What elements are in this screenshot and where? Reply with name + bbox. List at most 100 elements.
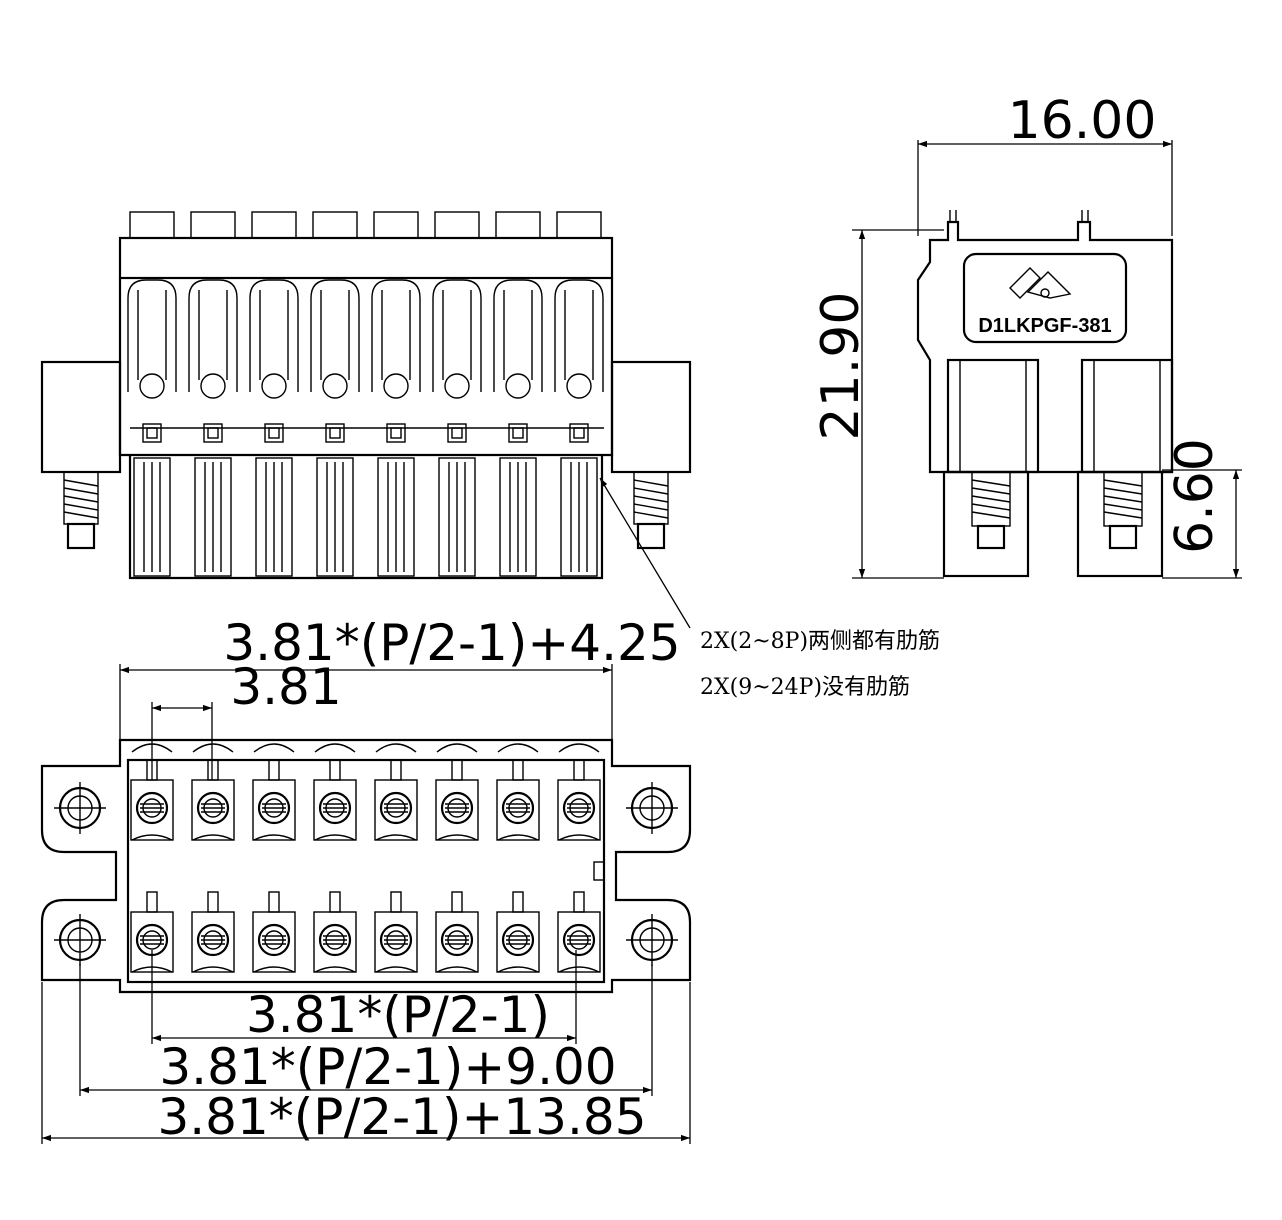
- plan-top-arc: [375, 743, 417, 753]
- front-lower-block: [128, 455, 604, 580]
- side-screw-left: [971, 471, 1011, 550]
- front-view: [40, 211, 692, 629]
- side-post-left: [946, 358, 1040, 474]
- front-window: [325, 423, 345, 443]
- plan-poles: [130, 743, 601, 973]
- plan-top-arc: [192, 743, 234, 753]
- plan-top-arc: [436, 743, 478, 753]
- front-contact-finger: [133, 457, 171, 577]
- plan-pin-slot: [329, 891, 341, 913]
- pitch-dimension: 3.81: [230, 658, 341, 716]
- plan-pin-slot: [573, 759, 585, 781]
- front-contact-finger: [560, 457, 598, 577]
- front-contact-finger: [194, 457, 232, 577]
- side-leg-right: [1076, 470, 1164, 578]
- top-dimensions: 3.81*(P/2-1)+4.25 3.81: [119, 614, 681, 780]
- plan-pin-slot: [207, 759, 219, 781]
- plan-top-arc: [253, 743, 295, 753]
- front-top-tab: [190, 211, 236, 239]
- mount-hole-br: [626, 914, 678, 966]
- front-top-tab: [373, 211, 419, 239]
- plan-pin-slot: [146, 759, 158, 781]
- plan-screw-head: [196, 791, 230, 825]
- model-label: D1LKPGF-381: [978, 315, 1111, 337]
- total-dimension: 3.81*(P/2-1)+13.85: [157, 1088, 646, 1146]
- plan-screw-head: [135, 791, 169, 825]
- front-lever: [493, 279, 543, 392]
- front-wire-entry: [261, 373, 287, 399]
- width-dimension: 16.00: [1008, 91, 1157, 151]
- front-top-band: [118, 236, 614, 280]
- front-contact-finger: [499, 457, 537, 577]
- front-wire-entry: [200, 373, 226, 399]
- front-wire-entry: [505, 373, 531, 399]
- span-dimension: 3.81*(P/2-1): [246, 986, 550, 1044]
- front-window: [264, 423, 284, 443]
- front-contact-finger: [255, 457, 293, 577]
- front-top-tab: [434, 211, 480, 239]
- mount-hole-tr: [626, 782, 678, 834]
- side-post-right: [1080, 358, 1174, 474]
- front-window: [203, 423, 223, 443]
- plan-pin-slot: [573, 891, 585, 913]
- front-top-tab: [129, 211, 175, 239]
- front-top-tab: [556, 211, 602, 239]
- brand-logo: [1009, 267, 1072, 299]
- plan-screw-head: [440, 791, 474, 825]
- plan-top-arc: [558, 743, 600, 753]
- plan-screw-head: [562, 923, 596, 957]
- plan-screw-head: [257, 923, 291, 957]
- height-dimension: 21.90: [811, 292, 871, 441]
- plan-pin-slot: [268, 891, 280, 913]
- front-right-screw: [633, 471, 669, 550]
- plan-top-arc: [131, 743, 173, 753]
- plan-pin-slot: [512, 759, 524, 781]
- plan-pin-slot: [390, 891, 402, 913]
- side-view: D1LKPGF-381 16.00 21.90 6.60: [811, 91, 1242, 579]
- plan-pin-slot: [329, 759, 341, 781]
- plan-pin-slot: [268, 759, 280, 781]
- holes-dimension: 3.81*(P/2-1)+9.00: [159, 1038, 616, 1096]
- plan-screw-head: [318, 791, 352, 825]
- rib-leader-line: [599, 477, 691, 629]
- plan-screw-head: [257, 791, 291, 825]
- plan-inner-body: [126, 758, 606, 984]
- plan-pin-slot: [451, 759, 463, 781]
- front-lever: [249, 279, 299, 392]
- front-window: [447, 423, 467, 443]
- plan-pin-slot: [390, 759, 402, 781]
- plan-screw-head: [501, 923, 535, 957]
- screw-dimension: 6.60: [1165, 438, 1225, 554]
- plan-screw-head: [440, 923, 474, 957]
- plan-screw-head: [196, 923, 230, 957]
- front-wire-entry: [566, 373, 592, 399]
- front-lever: [371, 279, 421, 392]
- front-wire-entry: [444, 373, 470, 399]
- front-poles: [127, 211, 604, 577]
- plan-top-arc: [314, 743, 356, 753]
- front-window: [142, 423, 162, 443]
- side-leg-left: [942, 470, 1030, 578]
- plan-screw-head: [379, 923, 413, 957]
- front-window: [386, 423, 406, 443]
- front-contact-finger: [377, 457, 415, 577]
- front-left-screw: [63, 471, 99, 550]
- front-right-flange: [610, 360, 692, 474]
- plan-screw-head: [501, 791, 535, 825]
- plan-screw-head: [318, 923, 352, 957]
- front-contact-finger: [438, 457, 476, 577]
- front-lever: [188, 279, 238, 392]
- front-window: [569, 423, 589, 443]
- front-lever: [554, 279, 604, 392]
- front-wire-entry: [383, 373, 409, 399]
- plan-outline: [40, 738, 692, 994]
- front-top-tab: [312, 211, 358, 239]
- plan-screw-head: [562, 791, 596, 825]
- front-top-tab: [251, 211, 297, 239]
- plan-pin-slot: [207, 891, 219, 913]
- mount-hole-bl: [54, 914, 106, 966]
- plan-pin-slot: [146, 891, 158, 913]
- side-body: [916, 220, 1174, 474]
- rib-note-line1: 2X(2~8P)两侧都有肋筋: [700, 629, 940, 654]
